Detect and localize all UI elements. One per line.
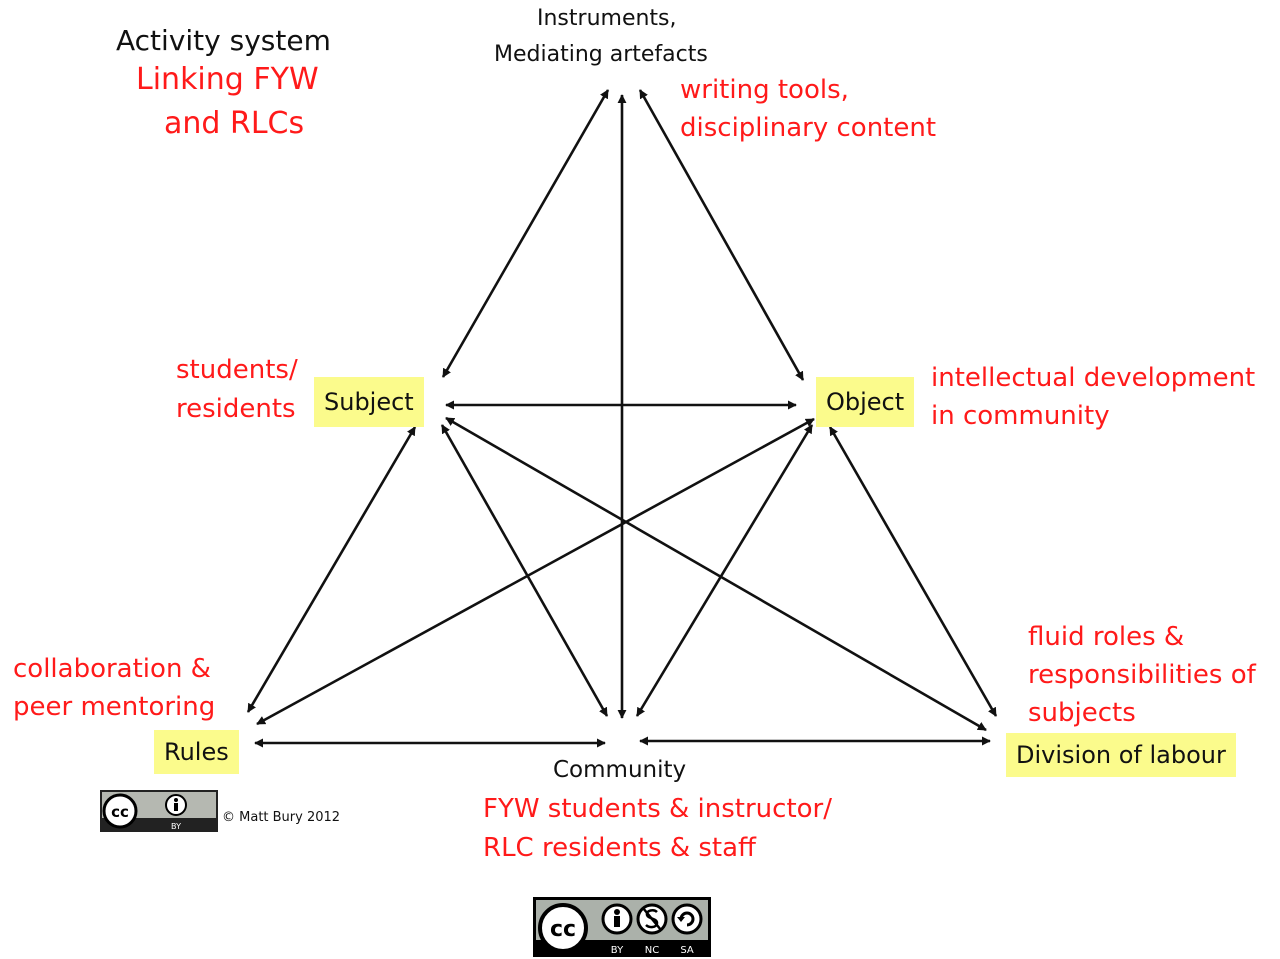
arrow-object-rules	[256, 417, 815, 726]
by-label: BY	[171, 822, 181, 831]
sa-label: SA	[680, 945, 694, 956]
arrow-subject-rules	[246, 426, 417, 713]
cc-icon: cc	[538, 903, 588, 953]
subject-node: Subject	[314, 377, 424, 427]
instruments-label-line2: Mediating artefacts	[494, 42, 708, 67]
arrow-subject-community	[440, 424, 609, 717]
division-of-labour-node: Division of labour	[1006, 733, 1236, 777]
subject-description-line1: students/	[176, 355, 298, 385]
cc-icon: cc	[102, 793, 138, 829]
diagram-title: Activity system	[116, 24, 331, 57]
nc-label: NC	[645, 945, 659, 956]
arrow-instruments-object	[638, 89, 805, 381]
diagram-subtitle-line2: and RLCs	[164, 106, 305, 141]
rules-description-line2: peer mentoring	[13, 692, 216, 722]
community-description-line2: RLC residents & staff	[483, 833, 756, 863]
rules-node: Rules	[154, 730, 239, 774]
cc-by-nc-sa-license-badge: cc BY NC SA	[533, 897, 711, 957]
subject-description-line2: residents	[176, 394, 296, 424]
non-commercial-icon	[636, 903, 668, 935]
arrow-instruments-subject	[441, 89, 610, 378]
rules-description-line1: collaboration &	[13, 654, 211, 684]
diagram-subtitle-line1: Linking FYW	[136, 62, 319, 97]
cc-by-license-badge: cc BY	[100, 790, 218, 832]
arrow-object-community	[635, 424, 814, 717]
instruments-label-line1: Instruments,	[537, 6, 677, 31]
instruments-description-line2: disciplinary content	[680, 113, 937, 143]
division-description-line1: fluid roles &	[1028, 622, 1185, 652]
by-label: BY	[611, 945, 624, 956]
arrow-object-division	[828, 426, 998, 717]
division-description-line2: responsibilities of	[1028, 660, 1256, 690]
svg-text:cc: cc	[550, 917, 576, 942]
attribution-icon	[601, 903, 633, 935]
svg-text:cc: cc	[111, 803, 129, 821]
object-description-line2: in community	[931, 401, 1110, 431]
object-node: Object	[816, 377, 915, 427]
share-alike-icon	[671, 903, 703, 935]
instruments-description-line1: writing tools,	[680, 75, 849, 105]
attribution-icon	[165, 794, 187, 816]
copyright-notice: © Matt Bury 2012	[222, 810, 341, 825]
community-description-line1: FYW students & instructor/	[483, 794, 833, 824]
object-description-line1: intellectual development	[931, 363, 1256, 393]
division-description-line3: subjects	[1028, 698, 1136, 728]
community-node: Community	[553, 757, 687, 783]
